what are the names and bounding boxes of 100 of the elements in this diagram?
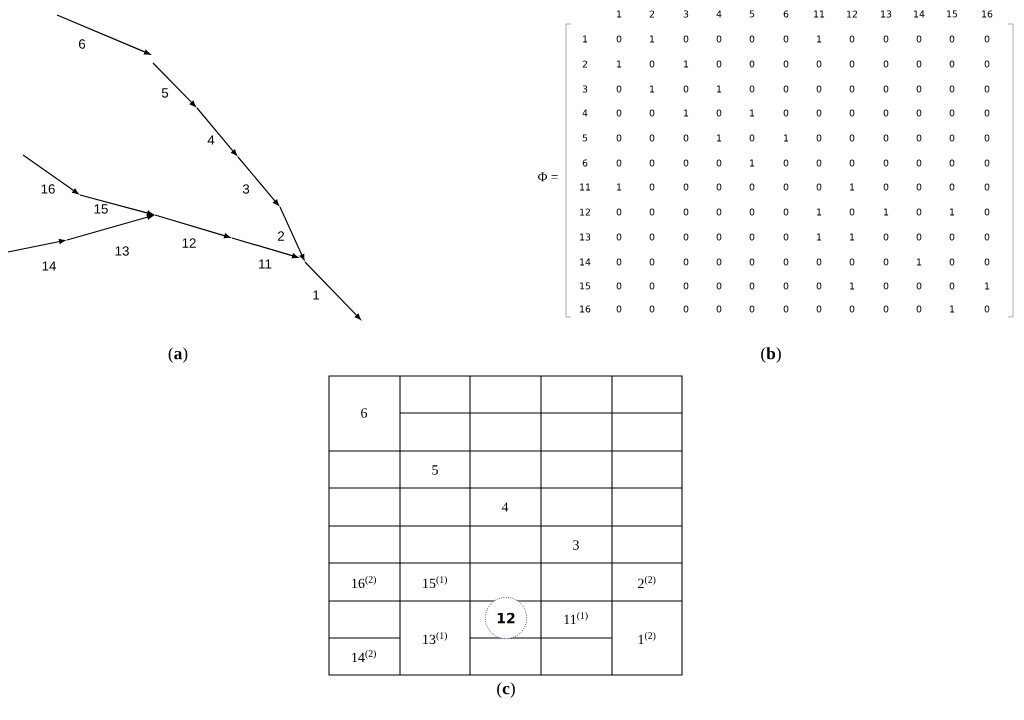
matrix-entry: 0: [949, 233, 955, 241]
matrix-entry: 0: [816, 109, 822, 117]
matrix-entry: 0: [783, 233, 789, 241]
matrix-entry: 0: [783, 35, 789, 43]
matrix-entry: 0: [649, 233, 655, 241]
matrix-entry: 0: [616, 109, 622, 117]
matrix-entry: 0: [683, 35, 689, 43]
table-cell: 14$^{(2)}$: [352, 649, 376, 663]
matrix-entry: 0: [984, 305, 990, 313]
segment-number: 14: [42, 261, 57, 271]
matrix-entry: 0: [683, 183, 689, 191]
row-header: 14: [580, 258, 591, 266]
matrix-entry: 0: [916, 60, 922, 68]
matrix-entry: 0: [749, 258, 755, 266]
table-cell: 4: [501, 502, 509, 512]
matrix-entry: 1: [684, 109, 689, 117]
matrix-entry: 0: [916, 109, 922, 117]
column-header: 12: [847, 10, 857, 18]
matrix-entry: 1: [817, 208, 822, 216]
matrix-entry: 0: [849, 208, 855, 216]
matrix-entry: 0: [849, 109, 855, 117]
table-cell: 15$^{(1)}$: [423, 575, 447, 589]
matrix-entry: 0: [783, 183, 789, 191]
matrix-entry: 0: [949, 159, 955, 167]
matrix-entry: 0: [649, 305, 655, 313]
matrix-entry: 0: [683, 208, 689, 216]
matrix-entry: 0: [783, 85, 789, 93]
matrix-entry: 0: [616, 134, 622, 142]
matrix-entry: 0: [783, 208, 789, 216]
matrix-entry: 0: [883, 233, 889, 241]
row-header: 3: [582, 85, 588, 93]
matrix-entry: 0: [883, 159, 889, 167]
matrix-entry: 1: [950, 305, 955, 313]
matrix-entry: 0: [716, 60, 722, 68]
matrix-entry: 0: [749, 208, 755, 216]
circled-number: 12: [484, 596, 528, 640]
table-cell: 2$^{(2)}$: [638, 575, 656, 589]
matrix-entry: 0: [849, 305, 855, 313]
matrix-entry: 0: [783, 282, 789, 290]
matrix-entry: 0: [916, 85, 922, 93]
matrix-entry: 0: [883, 258, 889, 266]
segment-number: 11: [259, 259, 272, 269]
column-header: 3: [683, 10, 689, 18]
matrix-entry: 0: [949, 258, 955, 266]
matrix-entry: 1: [985, 282, 990, 290]
matrix-entry: 0: [916, 233, 922, 241]
matrix-entry: 0: [783, 109, 789, 117]
matrix-entry: 0: [716, 258, 722, 266]
matrix-entry: 1: [717, 134, 722, 142]
matrix-entry: 0: [649, 60, 655, 68]
matrix-entry: 0: [916, 305, 922, 313]
table-cell: 6: [361, 408, 368, 418]
segment-number: 2: [277, 231, 285, 241]
matrix-entry: 0: [649, 134, 655, 142]
matrix-entry: 0: [816, 60, 822, 68]
matrix-entry: 0: [949, 35, 955, 43]
matrix-entry: 0: [616, 159, 622, 167]
matrix-entry: 0: [749, 60, 755, 68]
matrix-entry: 0: [949, 60, 955, 68]
matrix-entry: 1: [617, 183, 622, 191]
segment-number: 12: [182, 238, 196, 248]
matrix-entry: 1: [750, 109, 755, 117]
matrix-entry: 0: [649, 208, 655, 216]
panel-label: (a): [168, 347, 188, 363]
matrix-entry: 1: [650, 35, 655, 43]
matrix-entry: 0: [716, 233, 722, 241]
panel-label: (b): [761, 347, 781, 363]
matrix-entry: 0: [984, 35, 990, 43]
matrix-entry: 1: [750, 159, 755, 167]
matrix-entry: 1: [817, 35, 822, 43]
matrix-entry: 0: [716, 109, 722, 117]
row-header: 11: [580, 183, 591, 191]
matrix-entry: 0: [984, 109, 990, 117]
matrix-entry: 0: [783, 258, 789, 266]
matrix-entry: 0: [849, 134, 855, 142]
segment-number: 5: [161, 88, 169, 98]
matrix-entry: 0: [949, 282, 955, 290]
row-header: 6: [582, 159, 588, 167]
matrix-entry: 1: [717, 85, 722, 93]
matrix-entry: 0: [816, 183, 822, 191]
matrix-entry: 0: [716, 159, 722, 167]
matrix-entry: 1: [884, 208, 889, 216]
matrix-entry: 0: [683, 305, 689, 313]
matrix-entry: 0: [883, 183, 889, 191]
table-cell: 16$^{(2)}$: [352, 575, 376, 589]
matrix-entry: 0: [984, 208, 990, 216]
column-header: 4: [716, 10, 722, 18]
matrix-entry: 0: [883, 85, 889, 93]
matrix-entry: 0: [683, 282, 689, 290]
matrix-entry: 0: [916, 35, 922, 43]
segment-number: 15: [94, 204, 108, 214]
matrix-entry: 0: [749, 282, 755, 290]
row-header: 5: [582, 134, 588, 142]
matrix-entry: 0: [984, 258, 990, 266]
row-header: 2: [582, 60, 588, 68]
row-header: 1: [583, 35, 588, 43]
matrix-entry: 0: [949, 134, 955, 142]
segment-number: 3: [242, 184, 250, 194]
matrix-entry: 0: [984, 159, 990, 167]
segment-number: 1: [313, 290, 320, 300]
